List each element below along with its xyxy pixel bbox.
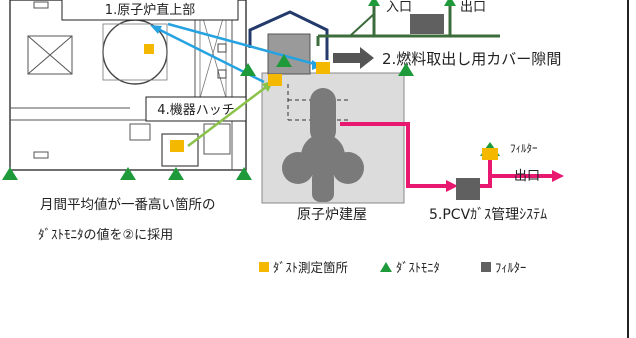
pcv-outlet-arrow (552, 170, 564, 182)
equipment-hatch-label-box (145, 96, 247, 122)
legend-filter-label: ﾌｨﾙﾀｰ (495, 260, 526, 275)
dust-point-hatch (170, 140, 184, 152)
dust-point-pcv (482, 148, 498, 160)
legend-dust-point-swatch (259, 262, 269, 272)
floor-plan-hatching (199, 7, 227, 99)
dust-point-building-left (268, 74, 282, 86)
note-line-2: ﾀﾞｽﾄﾓﾆﾀの値を②に採用 (38, 227, 173, 243)
dust-point-building-top (316, 62, 330, 74)
dust-monitor-floor-mid (120, 167, 136, 180)
reactor-top-arrow-2 (167, 22, 323, 68)
legend-dust-point-label: ﾀﾞｽﾄ測定箇所 (273, 260, 348, 275)
dust-monitor-outlet (444, 0, 456, 6)
dust-monitor-roof-mid (276, 54, 292, 67)
dust-monitor-floor-right (236, 167, 252, 180)
filter-pcv (456, 178, 480, 200)
reactor-well-frame (102, 23, 168, 81)
floor-plan-fixture (33, 1, 49, 9)
floor-plan-fixture (33, 151, 49, 159)
inlet-label: 入口 (386, 0, 412, 15)
hatch-room (161, 133, 199, 167)
filter-top (410, 14, 444, 34)
pcv-gas-line (340, 122, 448, 188)
reactor-top-label: 1.原子炉直上部 (105, 3, 195, 18)
pcv-arrow-head (446, 180, 458, 192)
dust-monitor-floor-hatch (168, 167, 184, 180)
outlet-right-label: 出口 (514, 169, 540, 184)
legend: ﾀﾞｽﾄ測定箇所 ﾀﾞｽﾄﾓﾆﾀ ﾌｨﾙﾀｰ (259, 260, 526, 275)
note-line-1: 月間平均値が一番高い箇所の (40, 196, 216, 213)
legend-dust-monitor-swatch (380, 262, 392, 272)
legend-dust-monitor-label: ﾀﾞｽﾄﾓﾆﾀ (396, 260, 440, 275)
floor-plan-room (27, 35, 73, 75)
reactor-building-label: 原子炉建屋 (297, 207, 367, 223)
outlet-top-label: 出口 (460, 0, 486, 15)
dust-monitor-roof-left (240, 63, 256, 76)
reactor-vessel-shape (282, 88, 364, 202)
dust-point-reactor-top (144, 44, 154, 54)
floor-plan-room (203, 123, 231, 155)
floor-plan-hatching (27, 35, 73, 75)
equipment-hatch-label: 4.機器ハッチ (157, 103, 234, 118)
reactor-top-label-box (61, 0, 239, 21)
legend-filter-swatch (481, 262, 491, 272)
fuel-cover-roof (248, 10, 329, 60)
equipment-hatch-arrow (187, 83, 271, 147)
floor-plan-room (129, 123, 151, 141)
filter-label: ﾌｨﾙﾀｰ (510, 142, 538, 155)
cover-gap-arrow (333, 47, 374, 69)
dust-monitor-floor-left (2, 167, 18, 180)
dust-monitor-cover-gap (398, 63, 414, 76)
pcv-system-label: 5.PCVｶﾞｽ管理ｼｽﾃﾑ (429, 207, 547, 223)
fuel-cover-gap-label: 2.燃料取出し用カバー隙間 (382, 50, 561, 68)
fuel-cover-exhaust-line (316, 6, 500, 46)
pcv-exhaust-line (480, 174, 554, 188)
reactor-top-arrow-head (150, 25, 162, 34)
floor-plan (9, 0, 247, 171)
floor-plan-outline (9, 0, 247, 171)
dust-monitor-inlet (368, 0, 380, 6)
floor-plan-column (217, 43, 227, 53)
floor-plan-column (217, 69, 227, 79)
